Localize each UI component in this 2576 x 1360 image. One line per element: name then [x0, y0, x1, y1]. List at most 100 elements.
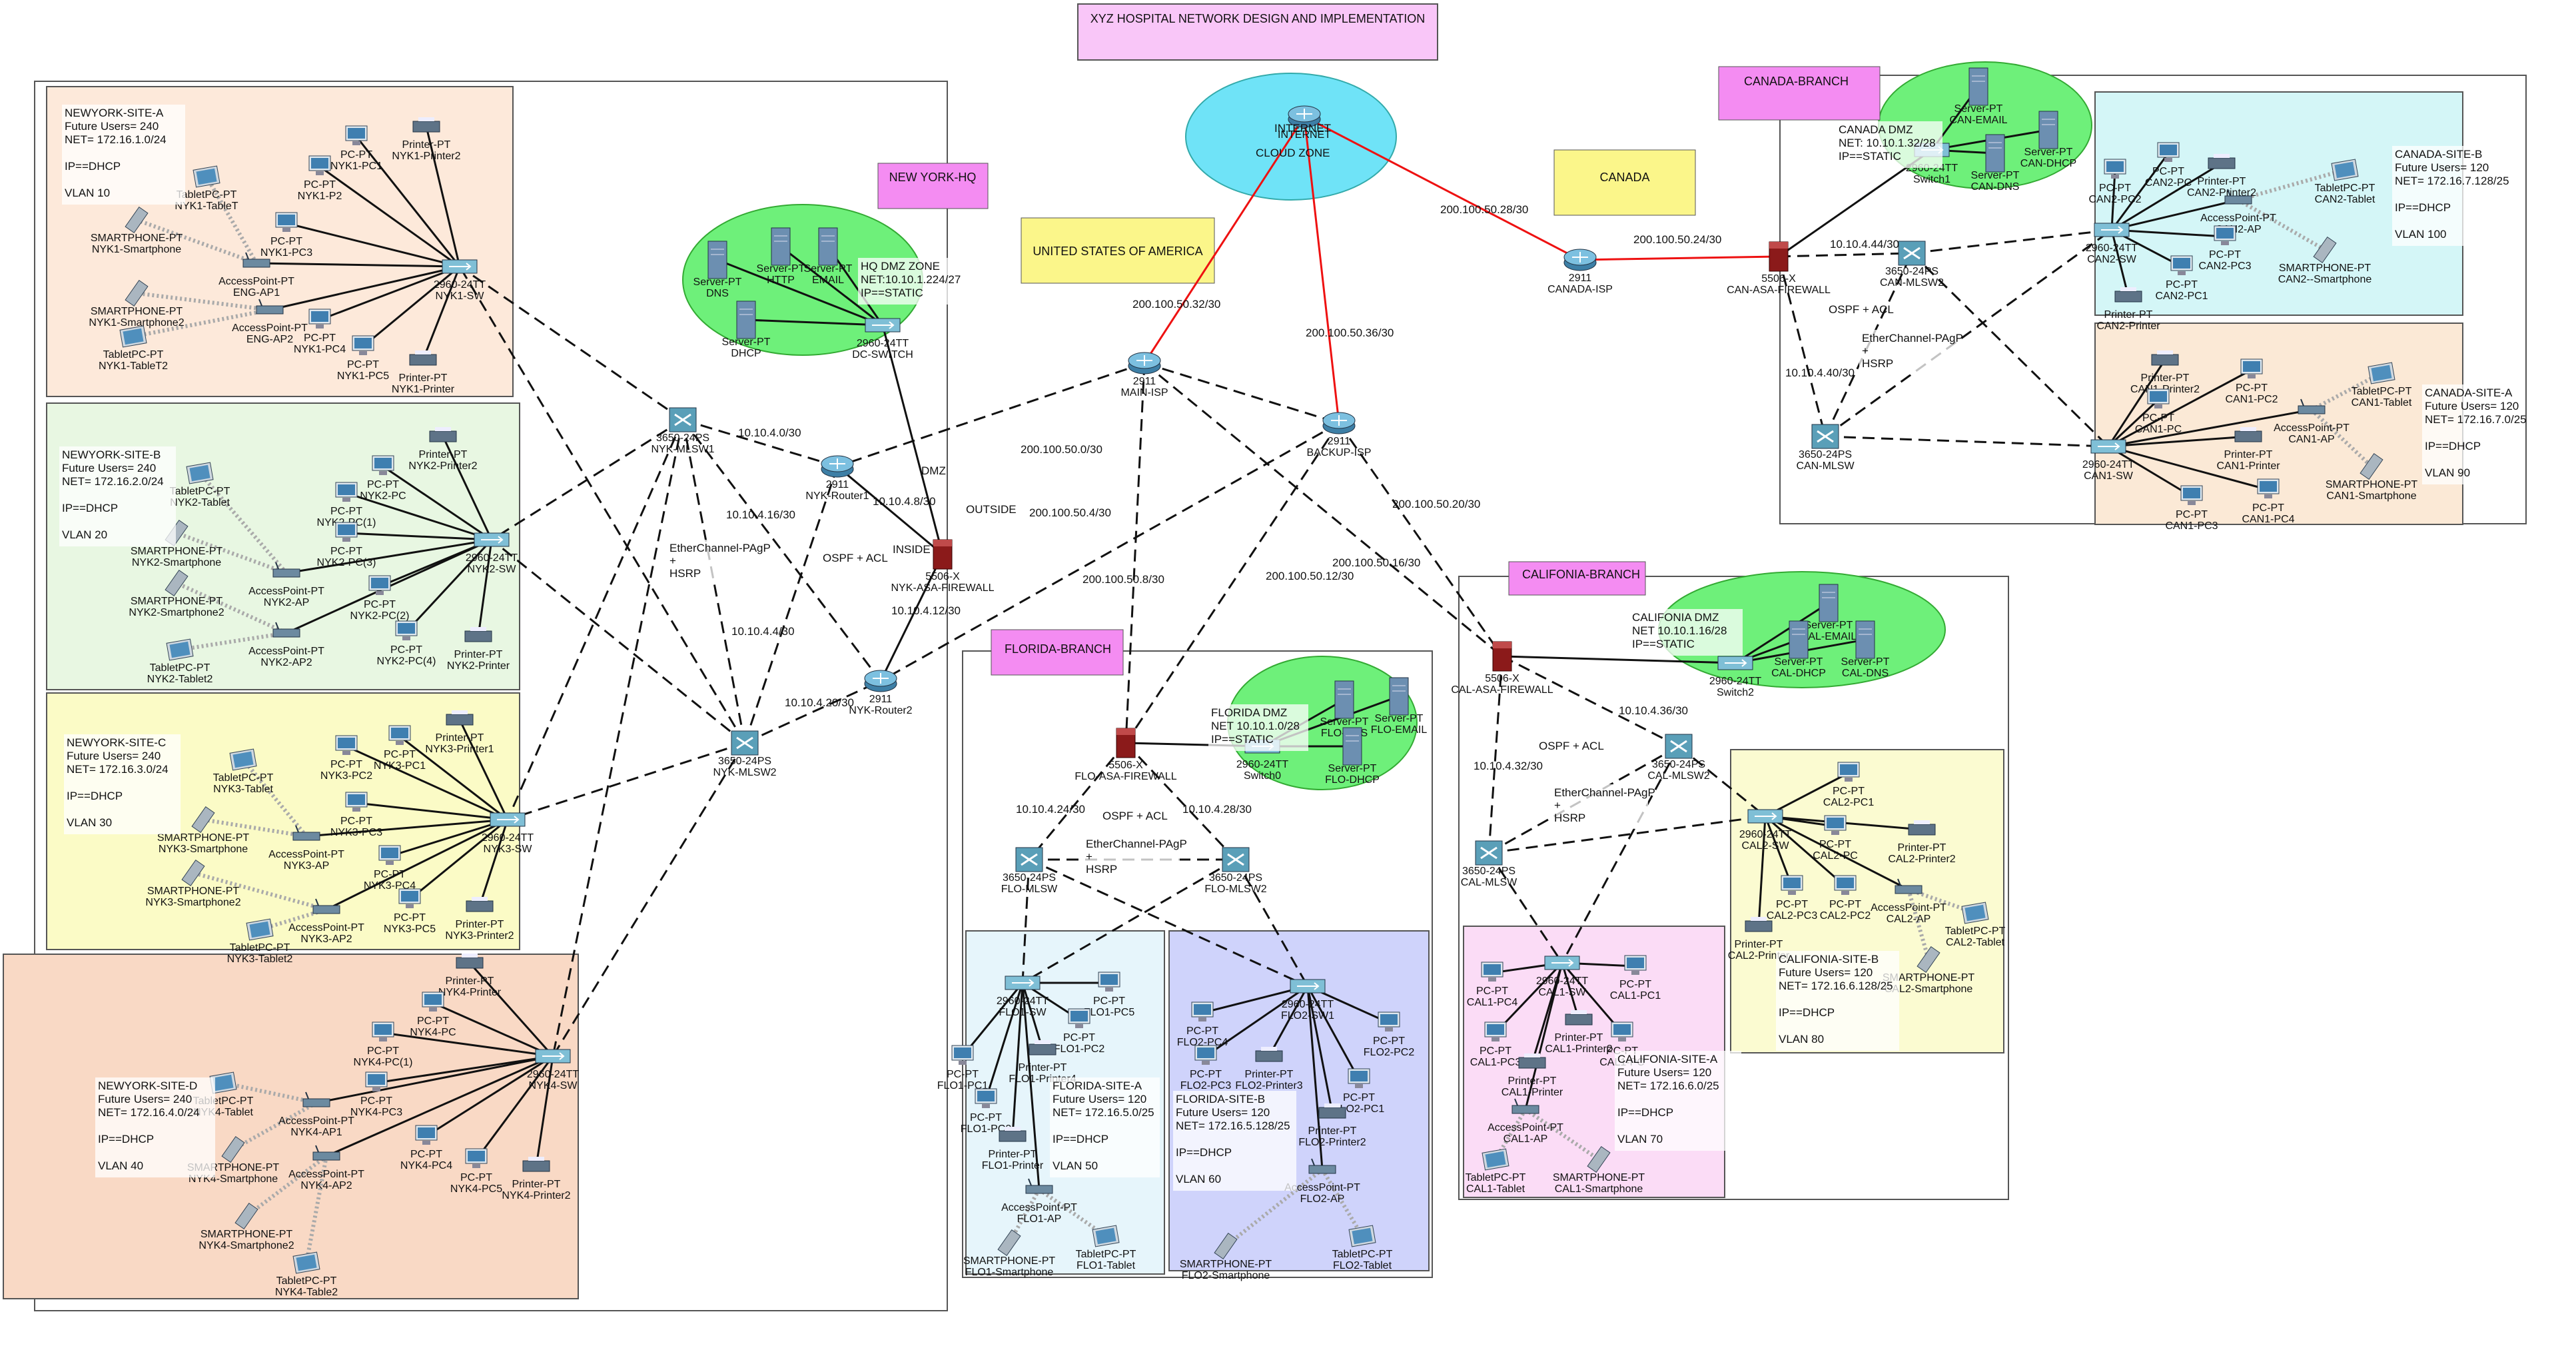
internet-router-icon[interactable]: INTERNET [1278, 105, 1331, 141]
